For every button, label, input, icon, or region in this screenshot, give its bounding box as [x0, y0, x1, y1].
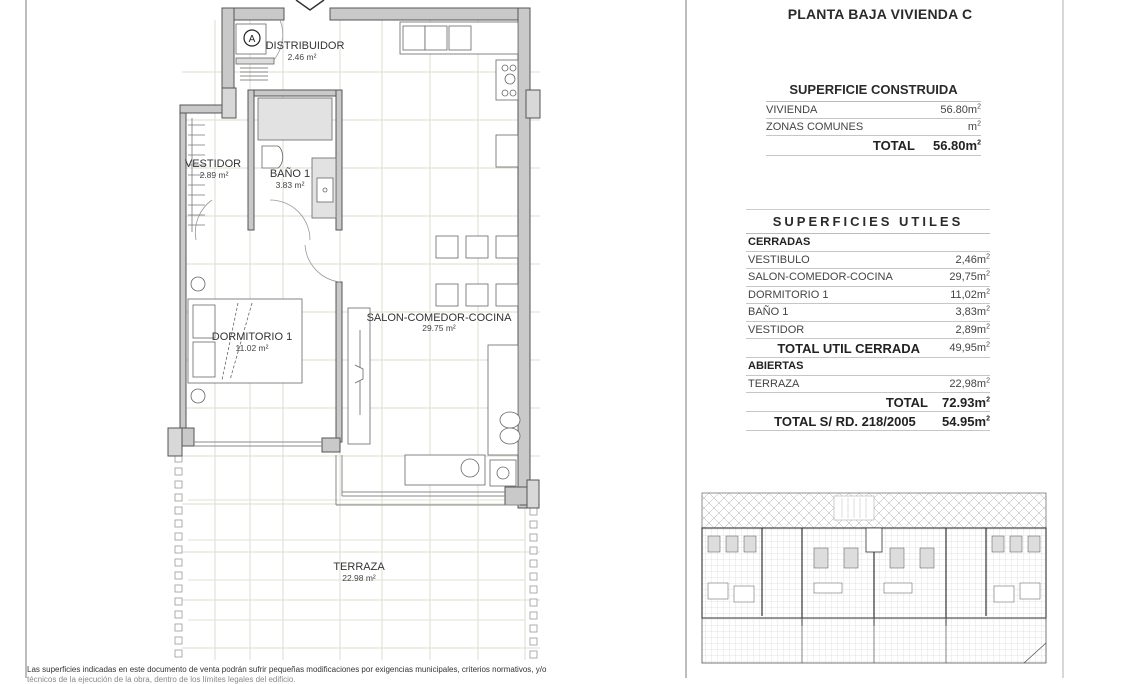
disclaimer-text: Las superficies indicadas en este docume… [27, 665, 547, 674]
total-util-cerrada-row: TOTAL UTIL CERRADA 49,95m2 [746, 339, 990, 358]
page-title: PLANTA BAJA VIVIENDA C [787, 6, 973, 22]
table-row: DORMITORIO 1 11,02m2 [746, 287, 990, 304]
superficies-utiles-title: SUPERFICIES UTILES [746, 209, 990, 234]
total-label: TOTAL [872, 138, 915, 153]
superficies-utiles-table: SUPERFICIES UTILES CERRADAS VESTIBULO 2,… [746, 209, 990, 431]
bathroom-fixtures [257, 97, 337, 219]
disclaimer-text-line-2: técnicos de la ejecución de la obra, den… [27, 675, 296, 684]
left-border-line [25, 0, 27, 678]
table-row: ZONAS COMUNES m2 [766, 119, 981, 136]
terrace-grid [188, 499, 525, 621]
floor-plan: A [167, 0, 541, 660]
room-name-bano-1: BAÑO 1 [270, 167, 310, 180]
room-area-salon-comedor-cocina: 29.75 m² [422, 323, 456, 333]
marker-a-label: A [249, 34, 256, 45]
room-area-dormitorio-1: 11.02 m² [236, 343, 269, 353]
entry-arrow-icon [295, 0, 325, 11]
table-row: BAÑO 1 3,83m2 [746, 304, 990, 322]
row-label: VIVIENDA [766, 104, 818, 116]
key-plan [701, 492, 1047, 664]
marker-a-icon [243, 29, 261, 47]
terrace-railing [174, 454, 538, 659]
row-label: ZONAS COMUNES [766, 121, 864, 133]
tv-unit [347, 307, 371, 445]
sofa [404, 344, 521, 487]
total-value: 56.80m2 [932, 138, 981, 153]
right-border-line [1062, 0, 1064, 678]
room-name-distribuidor: DISTRIBUIDOR [266, 40, 345, 52]
panel-divider-line [685, 0, 687, 678]
room-area-distribuidor: 2.46 m² [288, 52, 317, 62]
bed [187, 276, 303, 404]
table-row: VESTIBULO 2,46m2 [746, 252, 990, 269]
room-area-terraza: 22.98 m² [342, 573, 376, 583]
windows [194, 441, 520, 506]
room-name-vestidor: VESTIDOR [185, 158, 241, 170]
section-label-cerradas: CERRADAS [746, 234, 990, 252]
kitchen-fixtures [399, 21, 519, 168]
table-row: TERRAZA 22,98m2 [746, 376, 990, 393]
table-row: VESTIDOR 2,89m2 [746, 322, 990, 339]
dining-table [435, 235, 519, 307]
room-labels: DISTRIBUIDOR 2.46 m² VESTIDOR 2.89 m² BA… [185, 40, 512, 583]
door-swings [194, 19, 341, 283]
total-rd-row: TOTAL S/ RD. 218/2005 54.95m2 [746, 412, 990, 431]
room-area-bano-1: 3.83 m² [276, 180, 305, 190]
section-label-abiertas: ABIERTAS [746, 358, 990, 376]
wardrobe [188, 118, 205, 232]
walls [167, 7, 541, 509]
superficie-construida-table: SUPERFICIE CONSTRUIDA VIVIENDA 56.80m2 Z… [766, 78, 981, 156]
total-row: TOTAL 72.93m2 [746, 393, 990, 412]
table-row: VIVIENDA 56.80m2 [766, 102, 981, 119]
room-name-terraza: TERRAZA [333, 561, 385, 573]
room-area-vestidor: 2.89 m² [200, 170, 229, 180]
row-value: 56.80m2 [940, 103, 981, 116]
row-value: m2 [967, 120, 981, 133]
room-name-dormitorio-1: DORMITORIO 1 [212, 331, 292, 343]
room-name-salon-comedor-cocina: SALON-COMEDOR-COCINA [367, 312, 513, 324]
floor-grid [182, 20, 540, 660]
table-row: SALON-COMEDOR-COCINA 29,75m2 [746, 269, 990, 287]
superficie-construida-title: SUPERFICIE CONSTRUIDA [766, 78, 981, 102]
total-row: TOTAL 56.80m2 [766, 136, 981, 156]
